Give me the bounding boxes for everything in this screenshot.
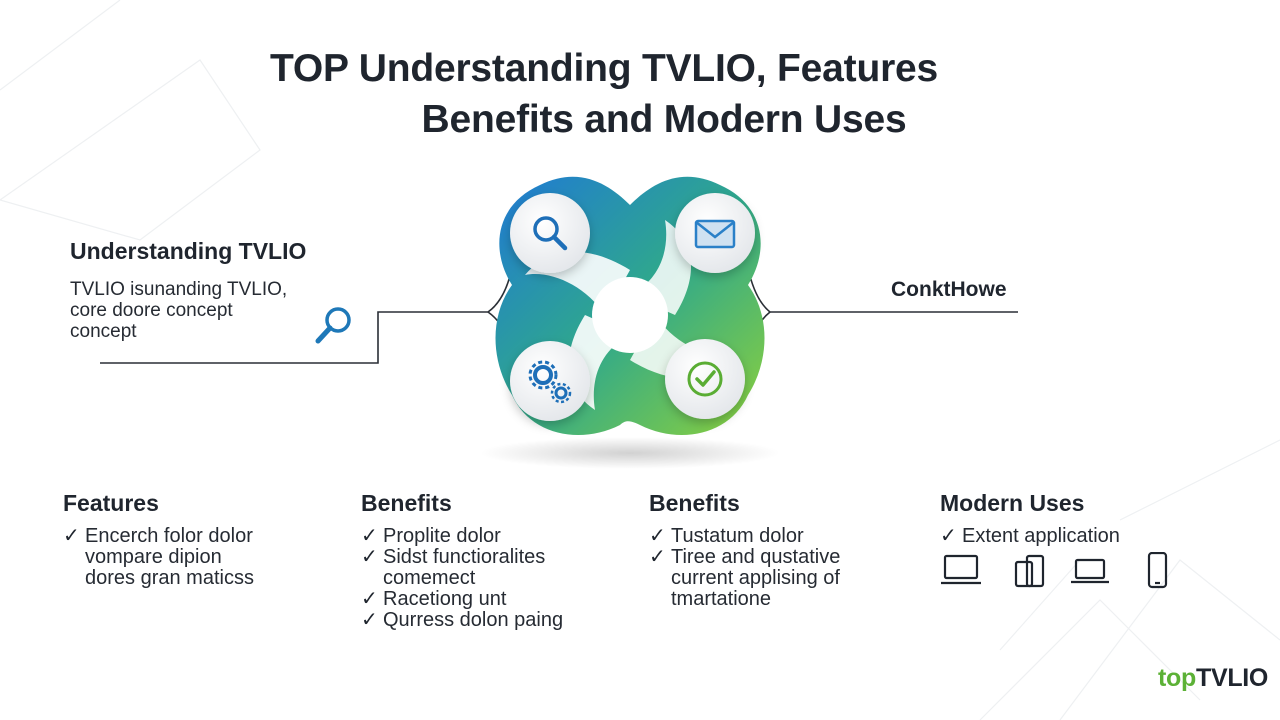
understanding-block: Understanding TVLIO TVLIO isunanding TVL… <box>70 238 330 342</box>
modern-uses-list: ✓Extent application <box>940 526 1120 547</box>
understanding-text: TVLIO isunanding TVLIO, core doore conce… <box>70 279 330 342</box>
list-item: ✓Proplite dolor <box>361 525 501 547</box>
checkmark-icon: ✓ <box>940 525 957 547</box>
right-label: ConktHowe <box>891 278 1007 301</box>
understanding-line: TVLIO isunanding TVLIO, <box>70 279 288 300</box>
search-icon <box>533 216 568 251</box>
list-item: ✓Racetiong unt <box>361 588 507 610</box>
device-icons <box>941 552 1168 589</box>
checkmark-icon: ✓ <box>649 525 666 547</box>
logo-part-tvlio: TVLIO <box>1195 664 1269 692</box>
list-item: ✓Tustatum dolor <box>649 525 804 547</box>
magnifier-icon <box>315 307 351 344</box>
modern-uses-heading: Modern Uses <box>940 490 1085 516</box>
checkmark-icon: ✓ <box>361 609 378 631</box>
checkmark-icon: ✓ <box>361 546 378 568</box>
benefits-column-2: Benefits ✓Tustatum dolor ✓Tiree and qust… <box>649 490 840 610</box>
page-title-line-1: TOP Understanding TVLIO, Features <box>269 47 939 90</box>
benefits-heading-1: Benefits <box>361 490 452 516</box>
understanding-line: core doore concept <box>70 300 233 321</box>
page-title-line-2: Benefits and Modern Uses <box>421 98 907 141</box>
checkmark-icon: ✓ <box>361 588 378 610</box>
gears-icon <box>528 360 572 404</box>
checkmark-icon: ✓ <box>361 525 378 547</box>
tablets-icon <box>1014 554 1045 588</box>
laptop-icon <box>941 554 981 585</box>
phone-icon <box>1147 552 1168 589</box>
laptop-small-icon <box>1071 558 1109 584</box>
understanding-line: concept <box>70 321 137 342</box>
brand-logo: topTVLIO <box>1158 664 1268 693</box>
features-heading: Features <box>63 490 159 516</box>
checkmark-icon: ✓ <box>649 546 666 568</box>
list-item: ✓Extent application <box>940 525 1120 547</box>
check-circle-icon <box>687 361 723 397</box>
benefits-heading-2: Benefits <box>649 490 740 516</box>
list-item: ✓Qurress dolon paing <box>361 609 564 631</box>
benefits-column-1: Benefits ✓Proplite dolor ✓Sidst functior… <box>361 490 563 631</box>
understanding-heading: Understanding TVLIO <box>70 238 307 264</box>
modern-uses-column: Modern Uses ✓Extent application <box>940 490 1120 547</box>
logo-part-top: top <box>1158 664 1196 692</box>
central-hub-diagram <box>480 176 780 469</box>
checkmark-icon: ✓ <box>63 525 80 547</box>
envelope-icon <box>694 219 736 249</box>
